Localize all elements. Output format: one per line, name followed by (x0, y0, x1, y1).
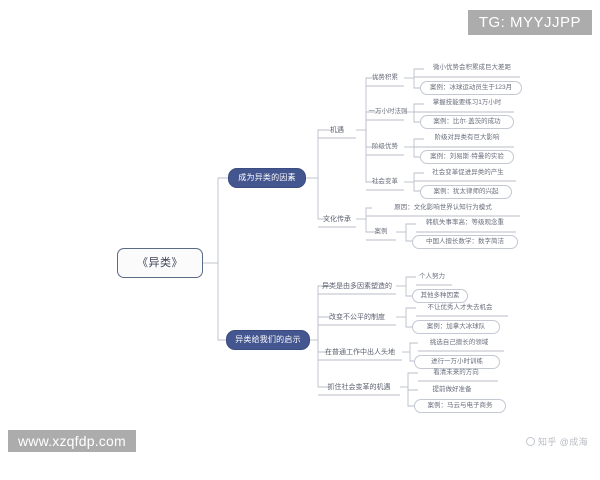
leaf-text-korean-air[interactable]: 韩航失事率高：等级观念重 (412, 217, 518, 229)
topic-node-culture-cases[interactable]: 案例 (366, 226, 396, 239)
sub-node-opportunity[interactable]: 机遇 (318, 124, 356, 137)
topic-node-class-advantage[interactable]: 阶级优势 (366, 141, 404, 154)
leaf-text-personal-effort-label: 个人努力 (419, 272, 445, 280)
leaf-box-hockey-players-label: 案例：冰球运动员生于123月 (429, 83, 513, 91)
leaf-text-skill-hours[interactable]: 掌握技能要练习1万小时 (420, 97, 514, 109)
topic-node-ten-thousand-hours[interactable]: 一万小时法则 (366, 106, 410, 119)
leaf-text-prepare-early[interactable]: 提前做好准备 (414, 384, 490, 396)
author-watermark-label: 知乎 @成海 (537, 437, 588, 447)
telegram-watermark: TG: MYYJJPP (467, 10, 592, 35)
root-node-label: 《异类》 (137, 256, 183, 269)
leaf-box-jewish-lawyers[interactable]: 案例：犹太律师的兴起 (420, 185, 512, 199)
author-watermark: 知乎 @成海 (525, 435, 588, 448)
leaf-box-chinese-math[interactable]: 中国人擅长数学：数字简洁 (412, 235, 518, 249)
sub-node-seize-change-label: 抓住社会变革的机遇 (327, 384, 391, 391)
leaf-text-see-future-label: 看清未来的方向 (433, 368, 479, 376)
leaf-box-hockey-players[interactable]: 案例：冰球运动员生于123月 (420, 81, 522, 95)
leaf-text-advantage-gap[interactable]: 微小优势会积累成巨大差距 (420, 62, 524, 74)
leaf-box-jack-ma-label: 案例：马云与电子商务 (427, 401, 493, 409)
leaf-text-skill-hours-label: 掌握技能要练习1万小时 (432, 98, 502, 106)
topic-node-culture-reason[interactable]: 原因：文化影响世界认知行为模式 (366, 202, 520, 215)
leaf-text-prepare-early-label: 提前做好准备 (432, 385, 472, 393)
leaf-box-other-factors-label: 其他多种因素 (420, 291, 460, 299)
leaf-text-advantage-gap-label: 微小优势会积累成巨大差距 (433, 63, 511, 71)
branch-node-factors-label: 成为异类的因素 (238, 173, 296, 182)
branch-node-lessons-label: 异类给我们的启示 (235, 335, 301, 344)
leaf-text-personal-effort[interactable]: 个人努力 (412, 271, 452, 283)
branch-node-factors[interactable]: 成为异类的因素 (228, 168, 306, 188)
leaf-box-bill-gates[interactable]: 案例：比尔·盖茨的成功 (420, 115, 514, 129)
sub-node-multi-factor-label: 异类是由多因素塑造的 (322, 283, 392, 290)
root-node[interactable]: 《异类》 (117, 248, 203, 278)
leaf-box-jack-ma[interactable]: 案例：马云与电子商务 (414, 399, 506, 413)
leaf-text-class-impact-label: 阶级对异类有巨大影响 (434, 133, 500, 141)
leaf-box-jewish-lawyers-label: 案例：犹太律师的兴起 (433, 187, 499, 195)
leaf-box-lewis-terman[interactable]: 案例：刘易斯·特曼的实验 (420, 150, 514, 164)
leaf-box-chinese-math-label: 中国人擅长数学：数字简洁 (426, 237, 504, 245)
leaf-text-no-lost-talent-label: 不让优秀人才失去机会 (427, 303, 493, 311)
sub-node-fix-system[interactable]: 改变不公平的制度 (318, 311, 396, 324)
topic-node-culture-cases-label: 案例 (374, 228, 388, 236)
topic-node-advantage-accumulation-label: 优势积累 (372, 74, 398, 82)
leaf-box-other-factors[interactable]: 其他多种因素 (412, 289, 468, 303)
leaf-text-korean-air-label: 韩航失事率高：等级观念重 (426, 218, 504, 226)
topic-node-advantage-accumulation[interactable]: 优势积累 (366, 72, 404, 85)
topic-node-social-change-label: 社会变革 (372, 178, 398, 186)
sub-node-stand-out-label: 在普通工作中出人头地 (325, 349, 395, 356)
sub-node-culture-label: 文化传承 (323, 216, 351, 223)
topic-node-class-advantage-label: 阶级优势 (372, 143, 398, 151)
leaf-text-pick-strength-label: 挑选自己擅长的领域 (429, 338, 489, 346)
topic-node-social-change[interactable]: 社会变革 (366, 176, 404, 189)
sub-node-opportunity-label: 机遇 (330, 127, 344, 134)
sub-node-culture[interactable]: 文化传承 (318, 213, 356, 226)
sub-node-stand-out[interactable]: 在普通工作中出人头地 (318, 346, 402, 359)
sub-node-fix-system-label: 改变不公平的制度 (329, 314, 385, 321)
sub-node-seize-change[interactable]: 抓住社会变革的机遇 (318, 381, 400, 394)
leaf-text-see-future[interactable]: 看清未来的方向 (414, 367, 498, 379)
leaf-text-social-reform[interactable]: 社会变革促进异类的产生 (420, 167, 516, 179)
zhihu-logo-icon (525, 437, 535, 446)
leaf-text-no-lost-talent[interactable]: 不让优秀人才失去机会 (412, 302, 508, 314)
leaf-text-class-impact[interactable]: 阶级对异类有巨大影响 (420, 132, 514, 144)
leaf-box-lewis-terman-label: 案例：刘易斯·特曼的实验 (430, 152, 504, 160)
sub-node-multi-factor[interactable]: 异类是由多因素塑造的 (318, 280, 396, 293)
leaf-box-ten-thousand-training[interactable]: 进行一万小时训练 (414, 355, 500, 369)
topic-node-ten-thousand-hours-label: 一万小时法则 (368, 108, 408, 116)
topic-node-culture-reason-label: 原因：文化影响世界认知行为模式 (394, 204, 492, 212)
site-watermark: www.xzqfdp.com (8, 430, 136, 452)
leaf-text-pick-strength[interactable]: 挑选自己擅长的领域 (414, 337, 504, 349)
branch-node-lessons[interactable]: 异类给我们的启示 (226, 330, 310, 350)
leaf-text-social-reform-label: 社会变革促进异类的产生 (432, 168, 504, 176)
leaf-box-canada-hockey-label: 案例：加拿大冰球队 (426, 322, 486, 330)
telegram-watermark-label: TG: MYYJJPP (478, 14, 581, 31)
site-watermark-label: www.xzqfdp.com (18, 433, 126, 449)
leaf-box-canada-hockey[interactable]: 案例：加拿大冰球队 (412, 320, 500, 334)
leaf-box-bill-gates-label: 案例：比尔·盖茨的成功 (433, 117, 501, 125)
leaf-box-ten-thousand-training-label: 进行一万小时训练 (431, 357, 483, 365)
